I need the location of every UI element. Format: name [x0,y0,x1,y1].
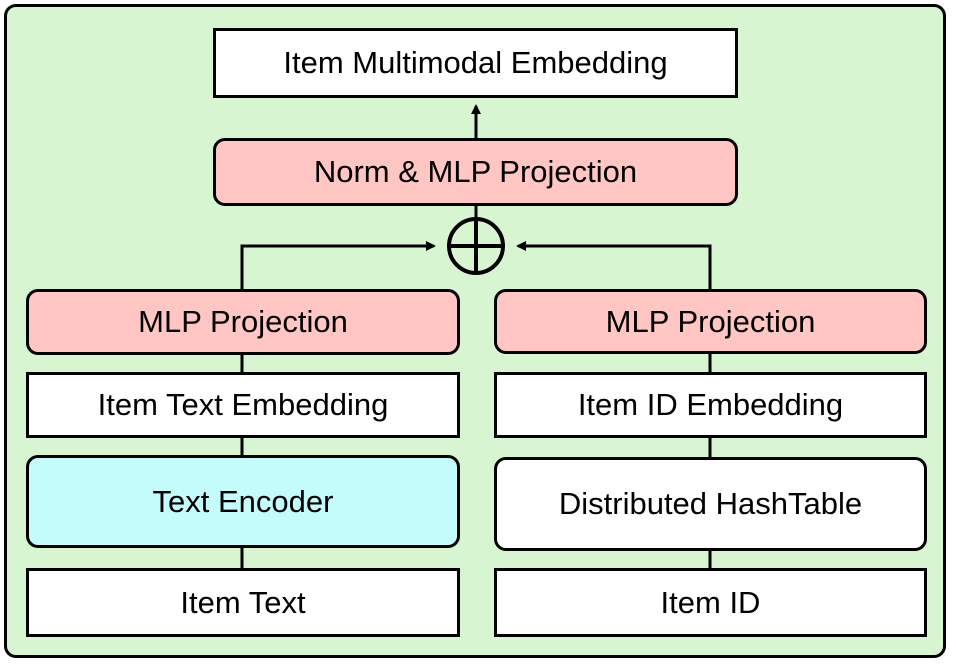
id-input-label: Item ID [660,584,761,620]
text-projection-label: MLP Projection [138,304,348,339]
fusion-projection-label: Norm & MLP Projection [313,154,638,189]
circle-plus-icon [447,217,505,275]
output-embedding-label: Item Multimodal Embedding [283,45,668,80]
text-input-label: Item Text [180,584,306,620]
text-embedding-box: Item Text Embedding [26,372,460,438]
hashtable-box: Distributed HashTable [494,457,927,551]
text-encoder-box: Text Encoder [26,455,460,548]
text-projection-box: MLP Projection [26,289,460,355]
text-input-box: Item Text [26,568,460,637]
id-embedding-box: Item ID Embedding [494,372,927,438]
arrow-left-projection-to-sum [240,241,436,289]
arrow-right-projection-to-sum [516,241,712,289]
fusion-projection-box: Norm & MLP Projection [213,138,738,206]
id-projection-box: MLP Projection [494,289,927,354]
hashtable-label: Distributed HashTable [558,486,863,521]
id-embedding-label: Item ID Embedding [577,387,844,422]
output-embedding-box: Item Multimodal Embedding [213,28,738,98]
id-input-box: Item ID [494,568,927,637]
id-projection-label: MLP Projection [605,303,816,339]
text-encoder-label: Text Encoder [152,483,334,519]
text-embedding-label: Item Text Embedding [97,387,389,422]
